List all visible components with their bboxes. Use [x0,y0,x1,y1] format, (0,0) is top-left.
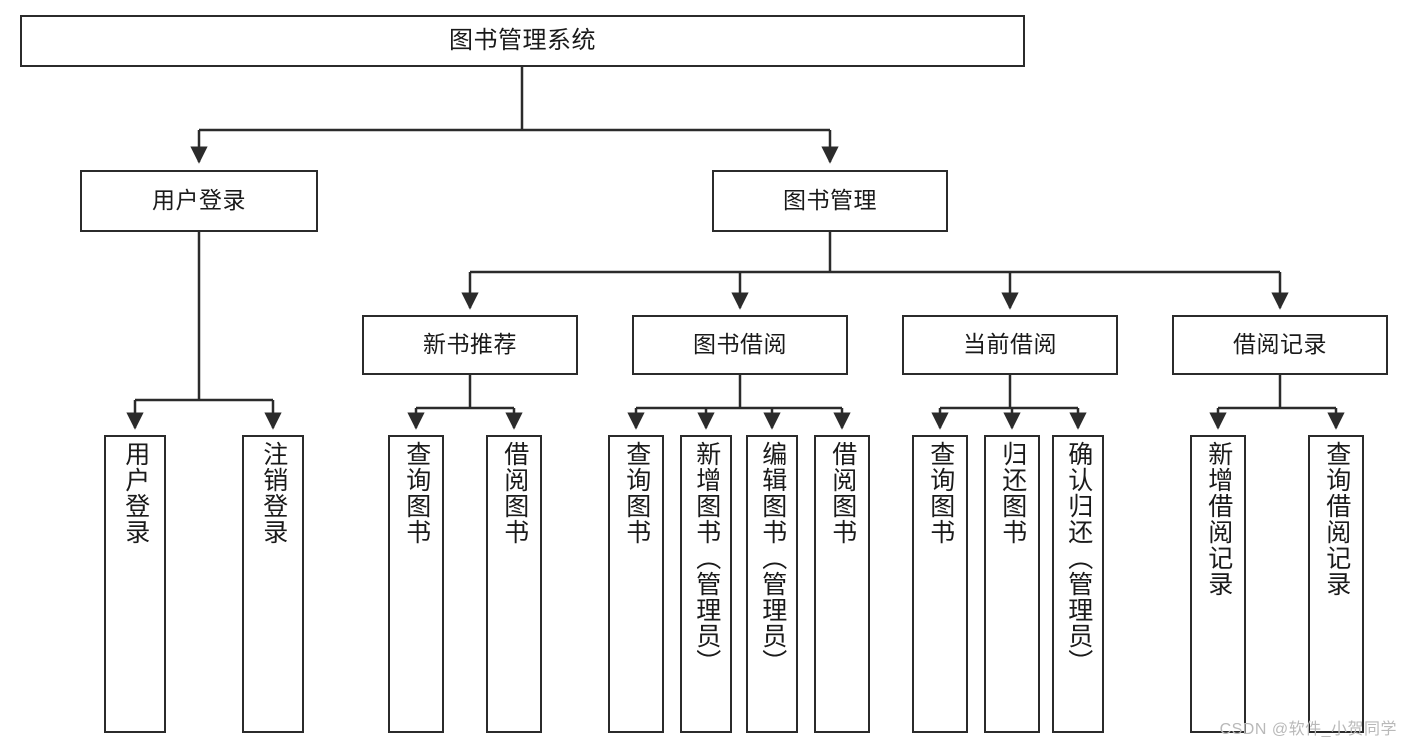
node-leaf-query-record[interactable]: 查询借阅记录 [1308,435,1364,733]
node-root-label: 图书管理系统 [449,26,596,54]
node-leaf-edit-book-label: 编辑图书（管理员） [758,441,787,675]
node-leaf-borrow-book-2-label: 借阅图书 [828,441,857,545]
node-leaf-query-record-label: 查询借阅记录 [1322,441,1351,597]
node-leaf-confirm-return[interactable]: 确认归还（管理员） [1052,435,1104,733]
node-leaf-edit-book[interactable]: 编辑图书（管理员） [746,435,798,733]
node-leaf-add-book[interactable]: 新增图书（管理员） [680,435,732,733]
watermark-text: CSDN @软件_小贺同学 [1219,721,1397,738]
node-leaf-query-book-2[interactable]: 查询图书 [608,435,664,733]
node-new-book-rec-label: 新书推荐 [423,331,517,358]
node-borrow-record[interactable]: 借阅记录 [1172,315,1388,375]
node-borrow-record-label: 借阅记录 [1233,331,1327,358]
node-leaf-logout-label: 注销登录 [259,441,288,545]
node-leaf-add-record-label: 新增借阅记录 [1204,441,1233,597]
node-leaf-return-book-label: 归还图书 [998,441,1027,545]
node-leaf-user-login[interactable]: 用户登录 [104,435,166,733]
node-new-book-rec[interactable]: 新书推荐 [362,315,578,375]
node-leaf-return-book[interactable]: 归还图书 [984,435,1040,733]
node-leaf-query-book-1[interactable]: 查询图书 [388,435,444,733]
node-user-login-label: 用户登录 [152,187,246,214]
node-leaf-query-book-1-label: 查询图书 [402,441,431,545]
node-book-borrow-label: 图书借阅 [693,331,787,358]
node-current-borrow-label: 当前借阅 [963,331,1057,358]
node-book-borrow[interactable]: 图书借阅 [632,315,848,375]
node-leaf-query-book-3[interactable]: 查询图书 [912,435,968,733]
node-leaf-query-book-2-label: 查询图书 [622,441,651,545]
node-user-login[interactable]: 用户登录 [80,170,318,232]
node-leaf-add-record[interactable]: 新增借阅记录 [1190,435,1246,733]
node-leaf-user-login-label: 用户登录 [121,441,150,545]
node-leaf-logout[interactable]: 注销登录 [242,435,304,733]
node-book-manage[interactable]: 图书管理 [712,170,948,232]
node-leaf-query-book-3-label: 查询图书 [926,441,955,545]
node-leaf-confirm-return-label: 确认归还（管理员） [1064,441,1093,675]
node-leaf-borrow-book-1[interactable]: 借阅图书 [486,435,542,733]
node-leaf-add-book-label: 新增图书（管理员） [692,441,721,675]
node-leaf-borrow-book-1-label: 借阅图书 [500,441,529,545]
node-book-manage-label: 图书管理 [783,187,877,214]
node-current-borrow[interactable]: 当前借阅 [902,315,1118,375]
node-root[interactable]: 图书管理系统 [20,15,1025,67]
node-leaf-borrow-book-2[interactable]: 借阅图书 [814,435,870,733]
